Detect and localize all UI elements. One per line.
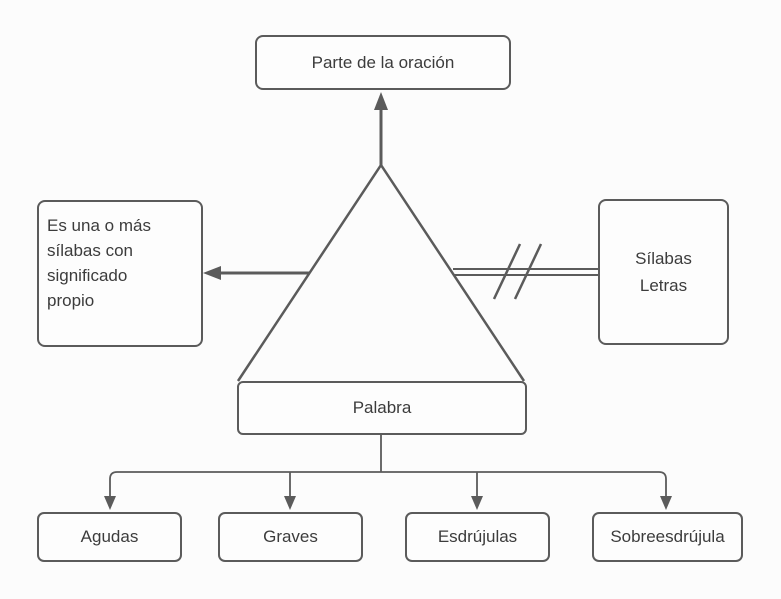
double-line-connector bbox=[453, 268, 598, 276]
down-arrowhead-icon bbox=[104, 496, 116, 510]
node-label: Parte de la oración bbox=[311, 52, 455, 72]
node-label: Agudas bbox=[80, 527, 139, 546]
node-esdrujulas: Esdrújulas bbox=[405, 512, 550, 562]
node-label: Palabra bbox=[352, 398, 412, 417]
node-label-line: sílabas con bbox=[47, 241, 133, 260]
pyramid-shape bbox=[236, 162, 526, 382]
node-label-line: Letras bbox=[639, 276, 688, 295]
up-arrowhead-icon bbox=[374, 92, 388, 110]
node-silabas-letras: Sílabas Letras bbox=[598, 199, 729, 345]
node-label-line: significado bbox=[47, 266, 128, 285]
node-label: Graves bbox=[263, 527, 318, 546]
down-arrowhead-icon bbox=[660, 496, 672, 510]
node-palabra: Palabra bbox=[237, 381, 527, 435]
node-definicion-palabra: Es una o más sílabas con significado pro… bbox=[37, 200, 203, 347]
branch-tree-connector bbox=[109, 435, 667, 503]
down-arrowhead-icon bbox=[284, 496, 296, 510]
node-parte-de-la-oracion: Parte de la oración bbox=[255, 35, 511, 90]
node-agudas: Agudas bbox=[37, 512, 182, 562]
node-label-line: Es una o más bbox=[47, 216, 151, 235]
parallel-slashes-icon bbox=[492, 243, 543, 300]
node-sobreesdrujula: Sobreesdrújula bbox=[592, 512, 743, 562]
node-label: Esdrújulas bbox=[437, 527, 518, 546]
node-label: Sobreesdrújula bbox=[610, 527, 725, 546]
node-label-line: propio bbox=[47, 291, 95, 310]
node-graves: Graves bbox=[218, 512, 363, 562]
down-arrowhead-icon bbox=[471, 496, 483, 510]
left-arrowhead-icon bbox=[203, 266, 221, 280]
node-label-line: Sílabas bbox=[635, 249, 692, 268]
